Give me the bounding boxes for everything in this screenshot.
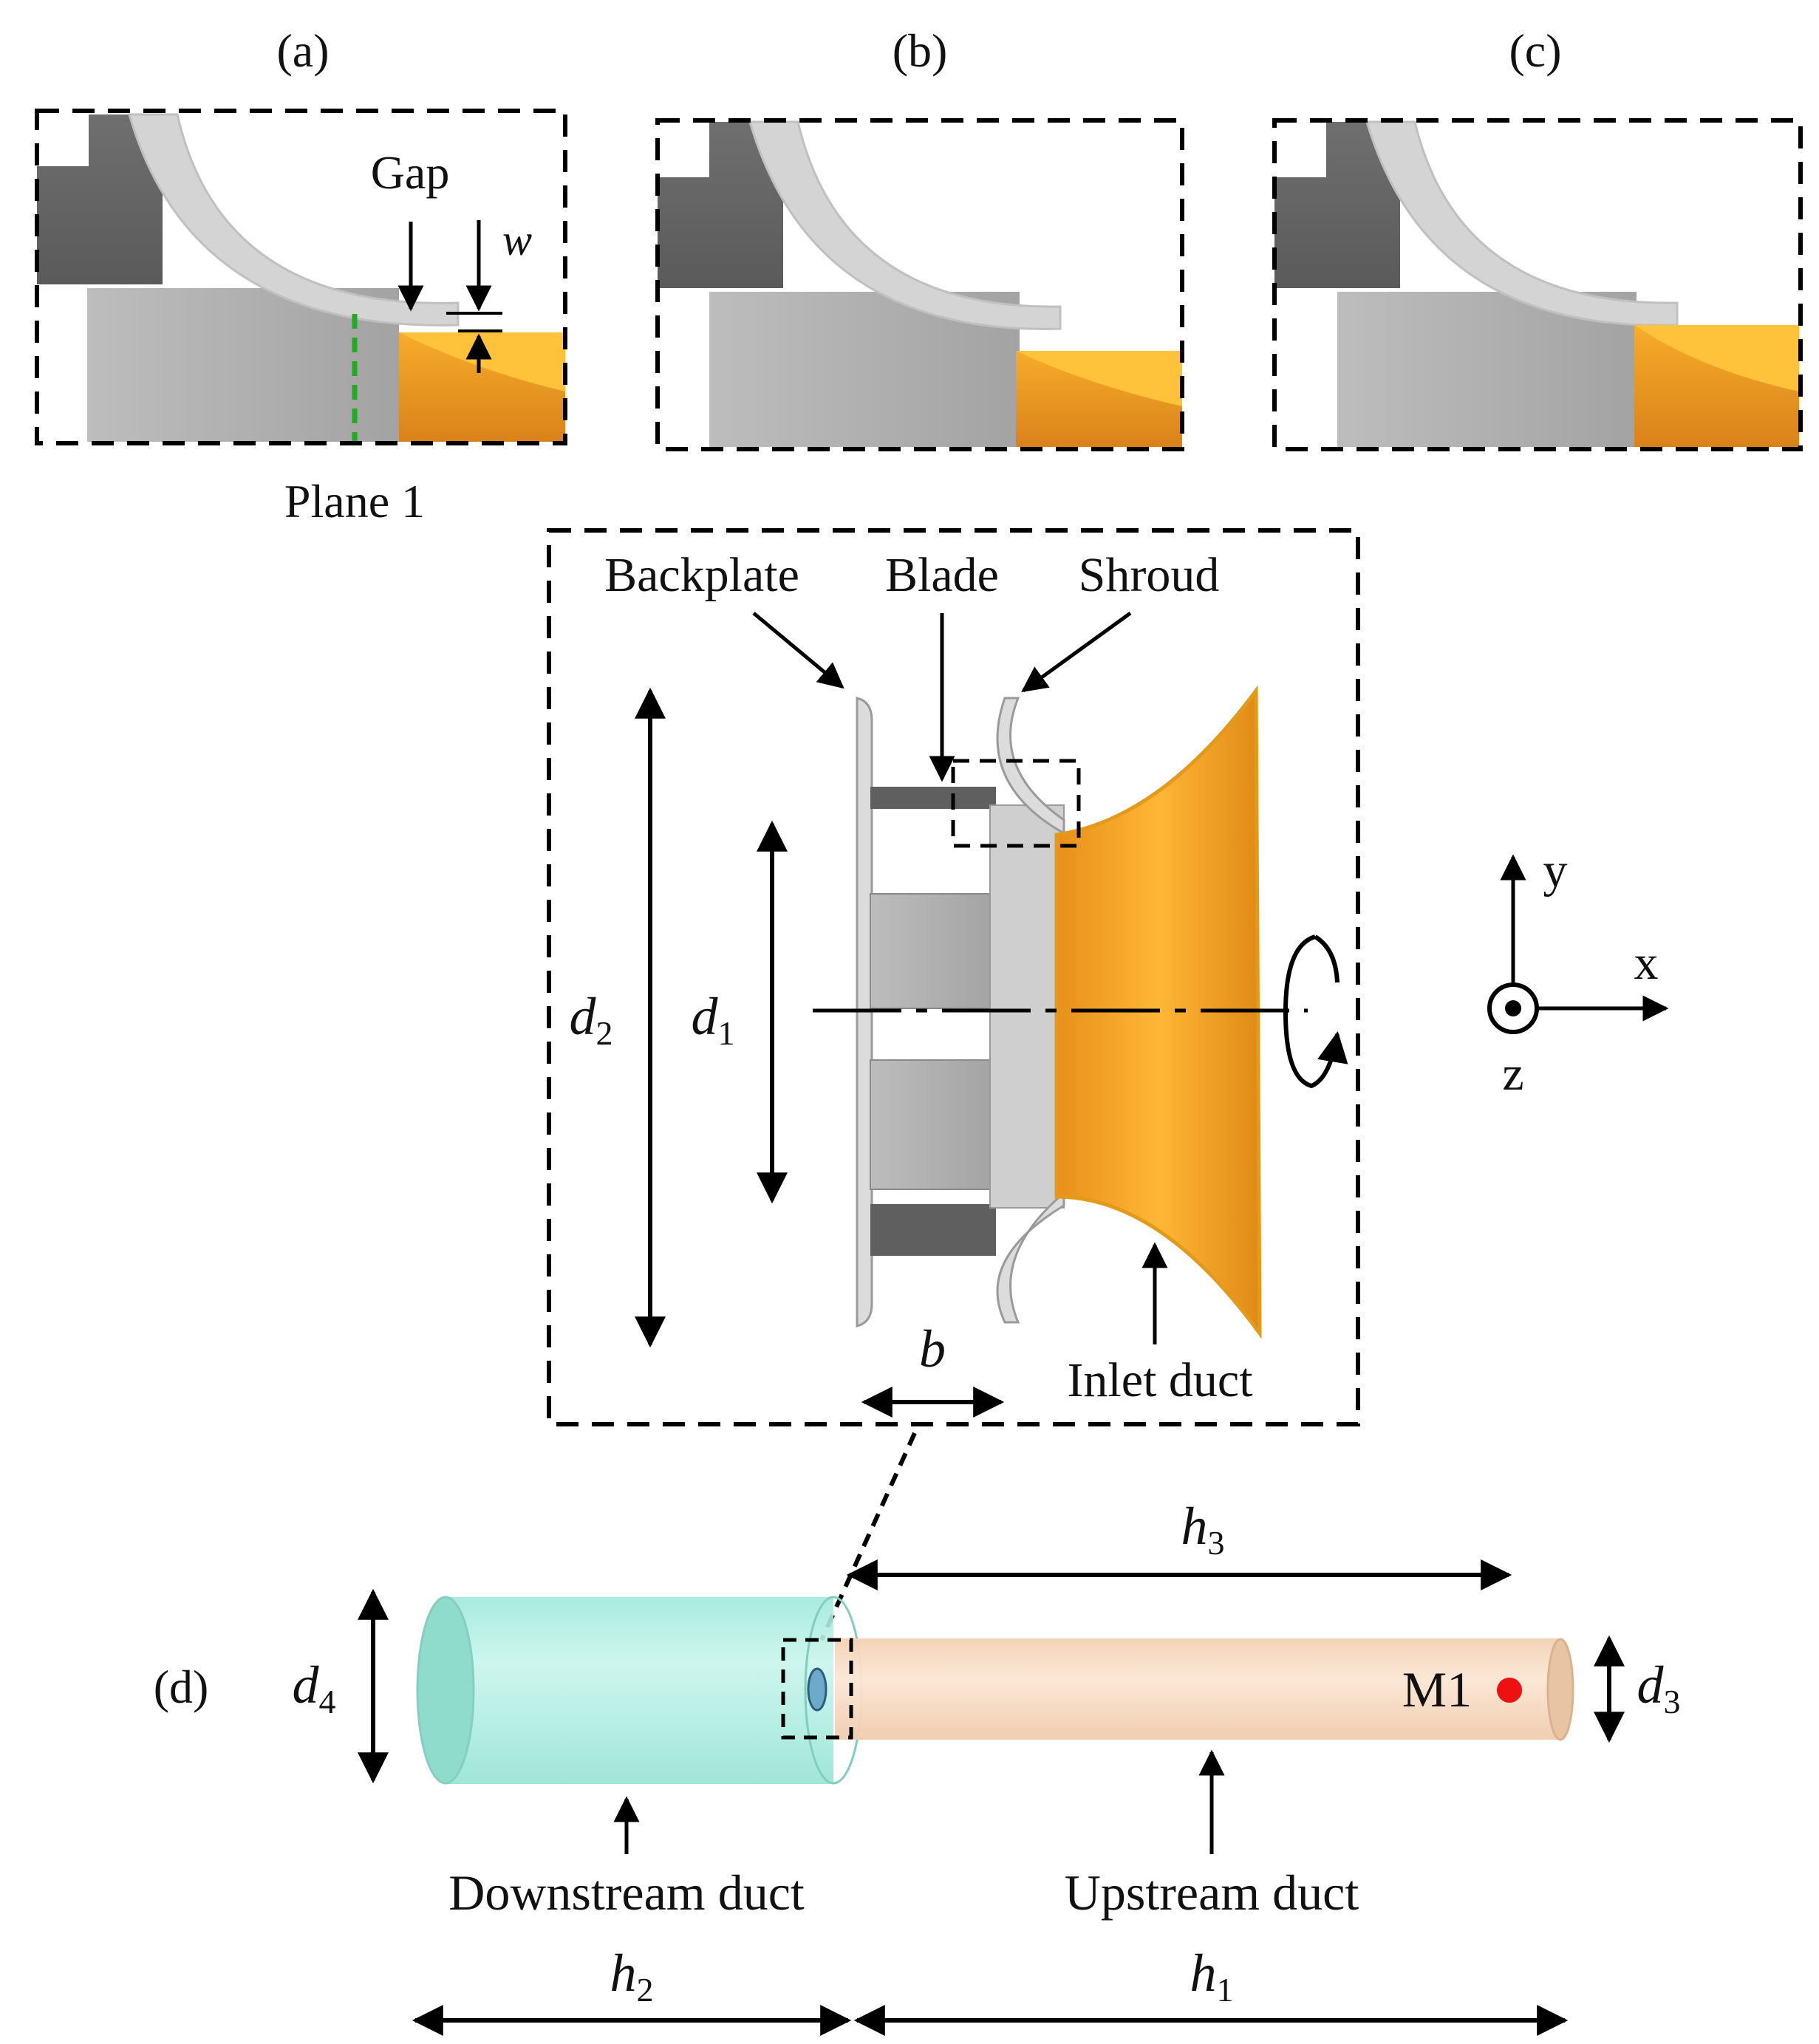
panel-c-frame [1272,118,1803,451]
shroud-lower [996,1190,1065,1324]
backplate-label: Backplate [604,548,799,602]
panel-c-backplate [1274,122,1400,288]
panel-label-c: (c) [1509,24,1561,77]
blade-lower [870,1204,996,1256]
panel-a-hub [87,288,399,442]
w-label: w [502,216,532,264]
shroud-label: Shroud [1079,548,1220,602]
rotation-arrow-icon [1283,934,1348,1089]
d2-label: d2 [570,987,613,1052]
panel-a-backplate [37,114,163,284]
backplate-arrow [752,612,844,689]
panel-b-backplate [658,122,783,288]
inlet-duct-label: Inlet duct [1067,1353,1252,1407]
downstream-duct-label: Downstream duct [448,1864,805,1921]
downstream-duct-shape [446,1597,833,1784]
d4-label: d4 [293,1655,336,1720]
x-axis-label: x [1634,936,1659,990]
upstream-duct-shape [835,1638,1560,1740]
panel-c-inlet-top [1634,325,1799,392]
blade-detail-box [951,759,1081,848]
panel-b-frame [655,118,1184,451]
blade-mid-upper [870,893,997,1009]
m1-label: M1 [1402,1661,1472,1717]
panel-a: Gap w Plane 1 [35,109,567,527]
h1-label: h1 [1190,1944,1234,2009]
rotation-arrow-back [1314,934,1339,983]
panel-label-a: (a) [276,24,329,77]
m1-point [1497,1678,1522,1703]
hub-core [989,804,1065,1209]
blade-upper [870,787,996,809]
b-label: b [919,1319,946,1378]
panel-c-hub [1337,292,1637,447]
upstream-duct-label: Upstream duct [1065,1864,1359,1921]
mini-impeller-box [781,1638,853,1740]
impeller-view: d2 d1 b Backplate Blade Shroud Inlet duc… [547,528,1360,1426]
h2-label: h2 [610,1944,654,2009]
shroud-arrow [1021,611,1132,693]
panel-b [655,118,1184,451]
panel-label-d: (d) [154,1661,209,1713]
panel-d: M1 (d) d4 d3 h3 Downstream duct Upstream… [154,1432,1681,2036]
gap-label: Gap [371,146,450,199]
panel-b-shroud [748,120,1062,330]
downstream-duct-left-end [416,1596,475,1785]
panel-c [1272,118,1803,451]
coordinate-axes: y x z [1487,844,1669,1101]
panel-label-b: (b) [893,24,948,77]
d1-label: d1 [692,987,735,1052]
impeller-frame [547,528,1360,1426]
blade-label: Blade [885,548,999,602]
mini-impeller-icon [807,1667,827,1712]
plane-1-label: Plane 1 [284,475,425,527]
upstream-duct-right-end [1546,1638,1574,1741]
z-axis-dot-icon [1505,1000,1521,1016]
panel-b-hub [709,292,1020,447]
zoom-connector [819,1432,917,1641]
y-axis-label: y [1543,844,1568,898]
panel-a-inlet-top [399,332,565,392]
z-axis-label: z [1502,1047,1523,1101]
d3-label: d3 [1637,1655,1681,1720]
panel-a-frame [35,109,567,445]
blade-mid-lower [870,1059,997,1190]
panel-b-inlet-top [1016,351,1182,406]
h3-label: h3 [1181,1497,1225,1562]
